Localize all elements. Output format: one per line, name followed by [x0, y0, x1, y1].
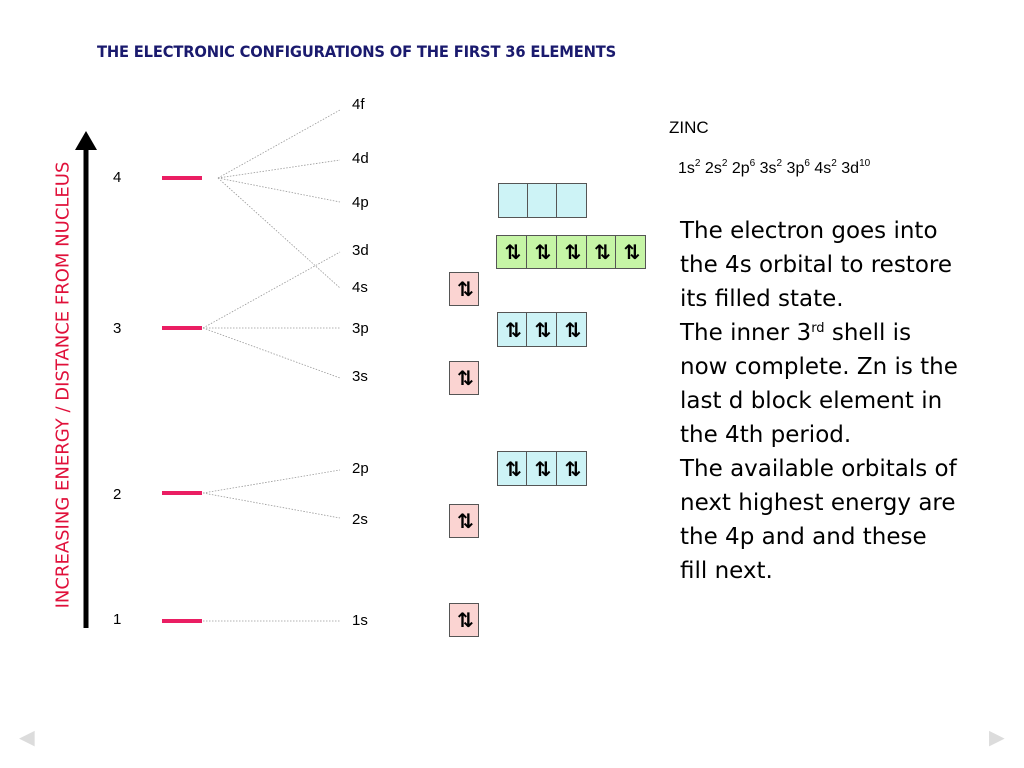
orbital-box-2s: ⇅	[449, 504, 479, 538]
orbital-label-3s: 3s	[352, 368, 368, 385]
config-subshell: 3d	[836, 160, 860, 177]
config-term: 3d10	[836, 158, 871, 177]
config-subshell: 4s	[809, 160, 832, 177]
electron-pair: ⇅	[504, 240, 522, 264]
electron-pair: ⇅	[505, 317, 522, 342]
config-electron-count: 2	[776, 158, 783, 169]
shell-number-3: 3	[113, 320, 122, 337]
shell-number-2: 2	[113, 486, 122, 503]
electron-pair: ⇅	[457, 277, 474, 301]
orbital-box-2p-2: ⇅	[526, 451, 557, 486]
shell-number-1: 1	[113, 611, 122, 628]
orbital-label-4f: 4f	[352, 96, 365, 113]
config-electron-count: 6	[749, 158, 756, 169]
orbital-box-2p-3: ⇅	[556, 451, 587, 486]
orbital-label-3d: 3d	[352, 242, 369, 259]
electron-pair: ⇅	[564, 456, 582, 481]
config-term: 3p6	[782, 158, 810, 177]
explanation-text: The electron goes into the 4s orbital to…	[680, 214, 960, 588]
config-electron-count: 2	[721, 158, 728, 169]
config-subshell: 2s	[700, 160, 722, 177]
orbital-label-2p: 2p	[352, 460, 369, 477]
orbital-box-3d-1: ⇅	[496, 235, 527, 269]
shell-level-bar-4	[162, 176, 202, 180]
config-electron-count: 10	[859, 158, 871, 169]
orbital-box-4s: ⇅	[449, 272, 479, 306]
orbital-box-3p-3: ⇅	[556, 312, 587, 347]
electron-pair: ⇅	[457, 608, 474, 632]
orbital-split-lines	[202, 109, 341, 622]
explanation-p2-end: shell is now complete. Zn is the last d …	[680, 320, 958, 448]
electron-pair: ⇅	[457, 509, 474, 533]
config-electron-count: 2	[694, 158, 701, 169]
config-electron-count: 2	[831, 158, 837, 169]
orbital-label-4d: 4d	[352, 150, 369, 167]
explanation-p2-start: The inner 3	[680, 320, 812, 346]
config-term: 4s2	[809, 158, 837, 177]
config-subshell: 3s	[755, 160, 777, 177]
energy-axis-arrow	[75, 131, 97, 150]
electron-pair: ⇅	[534, 317, 552, 342]
explanation-paragraph-2: The inner 3rd shell is now complete. Zn …	[680, 316, 960, 452]
orbital-label-4s: 4s	[352, 279, 368, 296]
previous-slide-button[interactable]: ◄	[14, 722, 40, 752]
orbital-box-3d-5: ⇅	[615, 235, 646, 269]
element-name: ZINC	[669, 118, 709, 137]
orbital-box-4p-3	[556, 183, 587, 218]
explanation-p2-superscript: rd	[811, 321, 825, 336]
orbital-box-3d-3: ⇅	[556, 235, 587, 269]
electron-pair: ⇅	[457, 366, 474, 390]
config-electron-count: 6	[804, 158, 810, 169]
config-subshell: 1s	[678, 160, 695, 177]
orbital-label-3p: 3p	[352, 320, 369, 337]
electron-pair: ⇅	[505, 456, 522, 481]
config-term: 1s2	[678, 158, 701, 177]
config-term: 2p6	[727, 158, 756, 177]
orbital-box-4p-2	[527, 183, 557, 218]
explanation-paragraph-3: The available orbitals of next highest e…	[680, 456, 957, 584]
orbital-box-1s: ⇅	[449, 603, 479, 637]
orbital-label-2s: 2s	[352, 511, 368, 528]
config-term: 3s2	[755, 158, 783, 177]
shell-number-4: 4	[113, 169, 122, 186]
shell-level-bar-1	[162, 619, 202, 623]
config-subshell: 2p	[727, 160, 750, 177]
orbital-box-3p-2: ⇅	[526, 312, 557, 347]
orbital-box-2p-1: ⇅	[497, 451, 527, 486]
page-title: THE ELECTRONIC CONFIGURATIONS OF THE FIR…	[97, 42, 617, 61]
shell-level-bar-3	[162, 326, 202, 330]
orbital-box-3d-2: ⇅	[526, 235, 557, 269]
electron-pair: ⇅	[564, 317, 582, 342]
orbital-box-4p-1	[498, 183, 528, 218]
config-subshell: 3p	[782, 160, 805, 177]
shell-level-bar-2	[162, 491, 202, 495]
electron-pair: ⇅	[594, 240, 611, 264]
electron-configuration: 1s2 2s2 2p6 3s2 3p6 4s2 3d10	[678, 158, 871, 178]
next-slide-button[interactable]: ►	[984, 722, 1010, 752]
explanation-paragraph-1: The electron goes into the 4s orbital to…	[680, 218, 952, 312]
orbital-box-3s: ⇅	[449, 361, 479, 395]
orbital-box-3d-4: ⇅	[586, 235, 616, 269]
electron-pair: ⇅	[564, 240, 582, 264]
orbital-box-3p-1: ⇅	[497, 312, 527, 347]
orbital-label-4p: 4p	[352, 194, 369, 211]
electron-pair: ⇅	[623, 240, 641, 264]
electron-pair: ⇅	[534, 240, 552, 264]
electron-pair: ⇅	[534, 456, 552, 481]
config-term: 2s2	[700, 158, 728, 177]
orbital-label-1s: 1s	[352, 612, 368, 629]
